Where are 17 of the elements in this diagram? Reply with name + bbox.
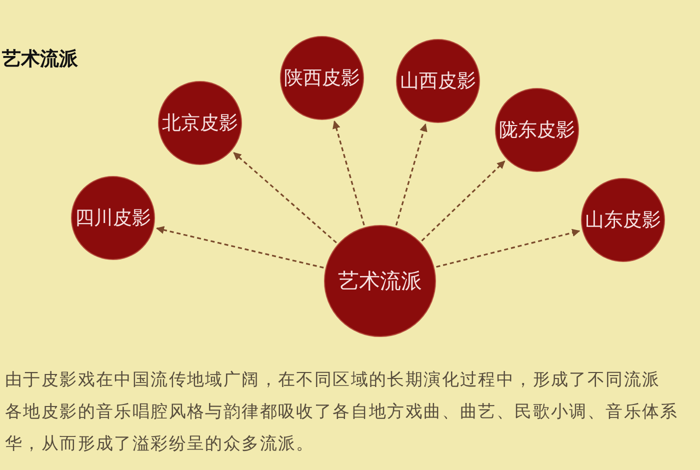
node-label: 山东皮影 (585, 208, 661, 232)
node-label: 陇东皮影 (499, 118, 575, 142)
node-label: 四川皮影 (75, 206, 151, 230)
node-label: 北京皮影 (162, 111, 238, 135)
dashed-arrow (436, 228, 580, 268)
body-text-line: 由于皮影戏在中国流传地域广阔，在不同区域的长期演化过程中，形成了不同流派 (5, 369, 660, 392)
title: 艺术流派 (2, 47, 78, 72)
node-label: 陕西皮影 (284, 66, 360, 90)
dashed-arrow (233, 152, 337, 244)
dashed-arrow (156, 226, 324, 268)
body-text-line: 华，从而形成了溢彩纷呈的众多流派。 (5, 433, 314, 456)
dashed-arrow (332, 120, 365, 226)
node-label: 山西皮影 (400, 69, 476, 93)
body-text-line: 各地皮影的音乐唱腔风格与韵律都吸收了各自地方戏曲、曲艺、民歌小调、音乐体系 (5, 401, 678, 424)
node-label: 艺术流派 (338, 269, 422, 293)
dashed-arrow (421, 160, 506, 242)
dashed-arrow (395, 123, 428, 226)
